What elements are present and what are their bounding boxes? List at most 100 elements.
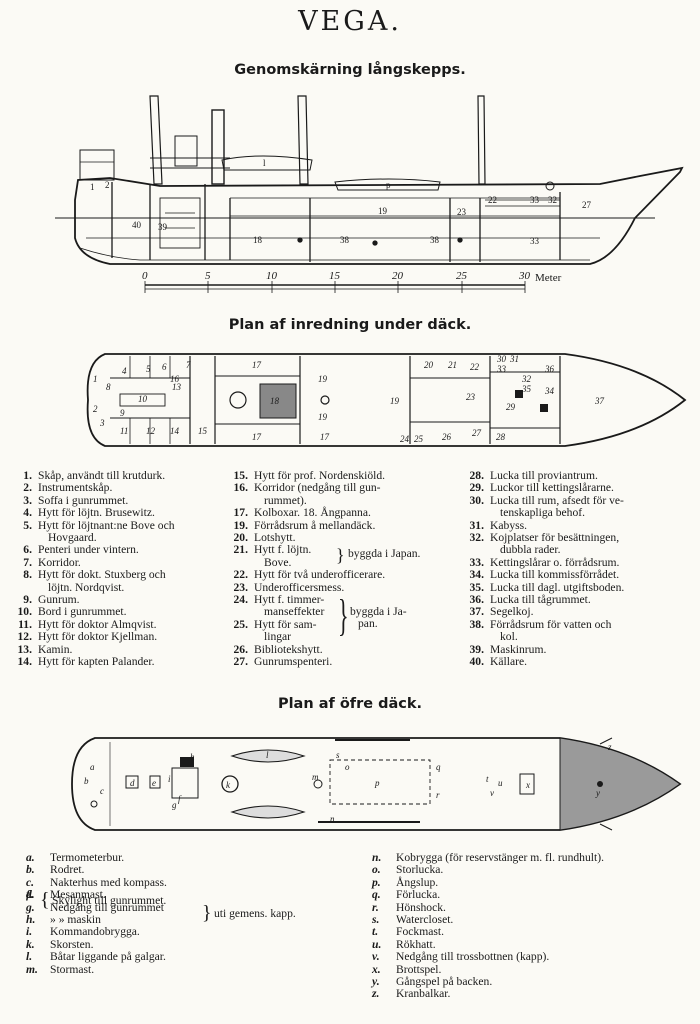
legend-item: f.Mesanmast.	[26, 888, 106, 902]
upper-deck-plan-drawing: a b c d e f g h i k l m n o p q r s t u …	[71, 737, 682, 831]
legend-item: 38.Förrådsrum för vatten och	[469, 617, 612, 631]
section-label: l	[263, 158, 266, 168]
plan-label: 37	[594, 396, 605, 406]
legend-item: s.Watercloset.	[372, 913, 454, 927]
section-label: 39	[158, 222, 168, 232]
legend-item: kol.	[500, 630, 518, 644]
legend-item: 13.Kamin.	[17, 642, 73, 656]
legend-item: b.Rodret.	[26, 863, 85, 877]
plan-label: 3	[99, 418, 105, 428]
legend-item: 9.Gunrum.	[23, 593, 80, 607]
legend-item: dubbla rader.	[500, 543, 561, 557]
plan-label: 19	[390, 396, 400, 406]
deck-label: c	[100, 786, 104, 796]
legend-item: manseffekter	[264, 605, 325, 619]
plan-label: 1	[93, 374, 98, 384]
plan-label: 18	[270, 396, 280, 406]
section-label: 23	[457, 207, 467, 217]
legend-item: tenskapliga behof.	[500, 506, 585, 520]
scale-tick: 30	[518, 270, 531, 282]
legend-item: 25.Hytt för sam-	[233, 617, 317, 631]
deck-label: v	[490, 788, 494, 798]
legend-numbered-col1: 1.Skåp, användt till krutdurk. 2.Instrum…	[6, 469, 244, 669]
section-label: 38	[340, 235, 350, 245]
legend-item: 31.Kabyss.	[469, 518, 528, 532]
plan-label: 9	[120, 408, 125, 418]
legend-item: lingar	[264, 630, 292, 644]
deck-label: n	[330, 814, 335, 824]
legend-item: t.Fockmast.	[372, 925, 444, 939]
legend-item: 6.Penteri under vintern.	[23, 543, 139, 557]
scale-tick: 0	[142, 270, 148, 282]
plan-label: 19	[318, 412, 328, 422]
legend-item: i.Kommandobrygga.	[26, 925, 140, 939]
legend-item: q.Förlucka.	[372, 888, 441, 902]
legend-item: rummet).	[264, 493, 307, 507]
plan-label: 35	[521, 384, 532, 394]
section-label: p	[386, 180, 391, 190]
legend-item: 11.Hytt för doktor Almqvist.	[18, 617, 157, 631]
legend-item: 4.Hytt för löjtn. Brusewitz.	[23, 506, 155, 520]
section-label: 27	[582, 200, 592, 210]
plan-label: 36	[544, 364, 555, 374]
legend-item: 27.Gunrumspenteri.	[233, 655, 333, 669]
section-label: 33	[530, 195, 540, 205]
deck-label: z	[607, 742, 612, 752]
plan-label: 31	[509, 354, 519, 364]
legend-item: 21.Hytt f. löjtn.}byggda i Japan.	[233, 543, 421, 566]
below-deck-plan-drawing: 1 2 3 4 5 6 7 8 9 10 11 12 13 14 15 16 1…	[86, 353, 687, 447]
legend-item: n.Kobrygga (för reservstänger m. fl. run…	[372, 851, 604, 864]
section-label: 18	[253, 235, 263, 245]
plan-label: 17	[320, 432, 330, 442]
legend-item: 1.Skåp, användt till krutdurk.	[23, 469, 166, 482]
legend-lettered-col1: a.Termometerbur. b.Rodret. c.Nakterhus m…	[26, 851, 346, 976]
deck-label: h	[190, 752, 195, 762]
section-label: 32	[548, 195, 557, 205]
plan-label: 23	[466, 392, 476, 402]
legend-item: 40.Källare.	[469, 655, 528, 669]
legend-item: 8.Hytt för dokt. Stuxberg och	[23, 568, 166, 582]
plan-label: 13	[172, 382, 182, 392]
legend-item: 32.Kojplatser för besättningen,	[469, 531, 620, 545]
plan-label: 2	[93, 404, 98, 414]
legend-item: 14.Hytt för kapten Palander.	[17, 655, 155, 669]
section-label: 33	[530, 236, 540, 246]
deck-label: l	[266, 750, 269, 760]
legend-item: a.Termometerbur.	[26, 851, 125, 864]
legend-item: z.Kranbalkar.	[372, 987, 451, 1001]
legend-item: l.Båtar liggande på galgar.	[26, 950, 166, 964]
plan-label: 29	[506, 402, 516, 412]
plan-label: 34	[544, 386, 555, 396]
legend-item: 35.Lucka till dagl. utgiftsboden.	[469, 580, 625, 594]
legend-item: 37.Segelkoj.	[469, 605, 534, 619]
section-label: 19	[378, 206, 388, 216]
deck-label: y	[595, 788, 600, 798]
legend-item: Hovgaard.	[48, 531, 97, 545]
legend-item: y.Gångspel på backen.	[372, 975, 493, 989]
legend-item: v.Nedgång till trossbottnen (kapp).	[372, 950, 550, 964]
legend-numbered-col3: 28.Lucka till proviantrum. 29.Luckor til…	[458, 469, 696, 669]
legend-lettered-col2: n.Kobrygga (för reservstänger m. fl. run…	[372, 851, 698, 1001]
legend-item: 34.Lucka till kommissförrådet.	[469, 568, 620, 582]
legend-item: k.Skorsten.	[26, 937, 94, 951]
deck-label: a	[90, 762, 95, 772]
legend-numbered-col2: 15.Hytt för prof. Nordenskiöld. 16.Korri…	[222, 469, 474, 669]
legend-item: 15.Hytt för prof. Nordenskiöld.	[233, 469, 386, 482]
legend-item: löjtn. Nordqvist.	[48, 580, 125, 594]
plan-label: 15	[198, 426, 208, 436]
legend-item: 24.Hytt f. timmer-}byggda i Ja-pan.	[233, 591, 407, 641]
section-label: 2	[105, 180, 110, 190]
legend-item: g.Nedgång till gunrummet}uti gemens. kap…	[26, 900, 296, 924]
plan-label: 26	[442, 432, 452, 442]
legend-item: 5.Hytt för löjtnant:ne Bove och	[23, 518, 175, 532]
deck-label: o	[345, 762, 350, 772]
legend-item: o.Storlucka.	[372, 863, 444, 877]
plan-label: 6	[162, 362, 167, 372]
legend-item: Bove.	[264, 555, 292, 569]
plan-label: 17	[252, 432, 262, 442]
plan-label: 27	[472, 428, 482, 438]
legend-item: 12.Hytt för doktor Kjellman.	[17, 630, 158, 644]
page-title: VEGA.	[298, 6, 402, 37]
legend-item: u.Rökhatt.	[372, 937, 436, 951]
plan-label: 28	[496, 432, 506, 442]
